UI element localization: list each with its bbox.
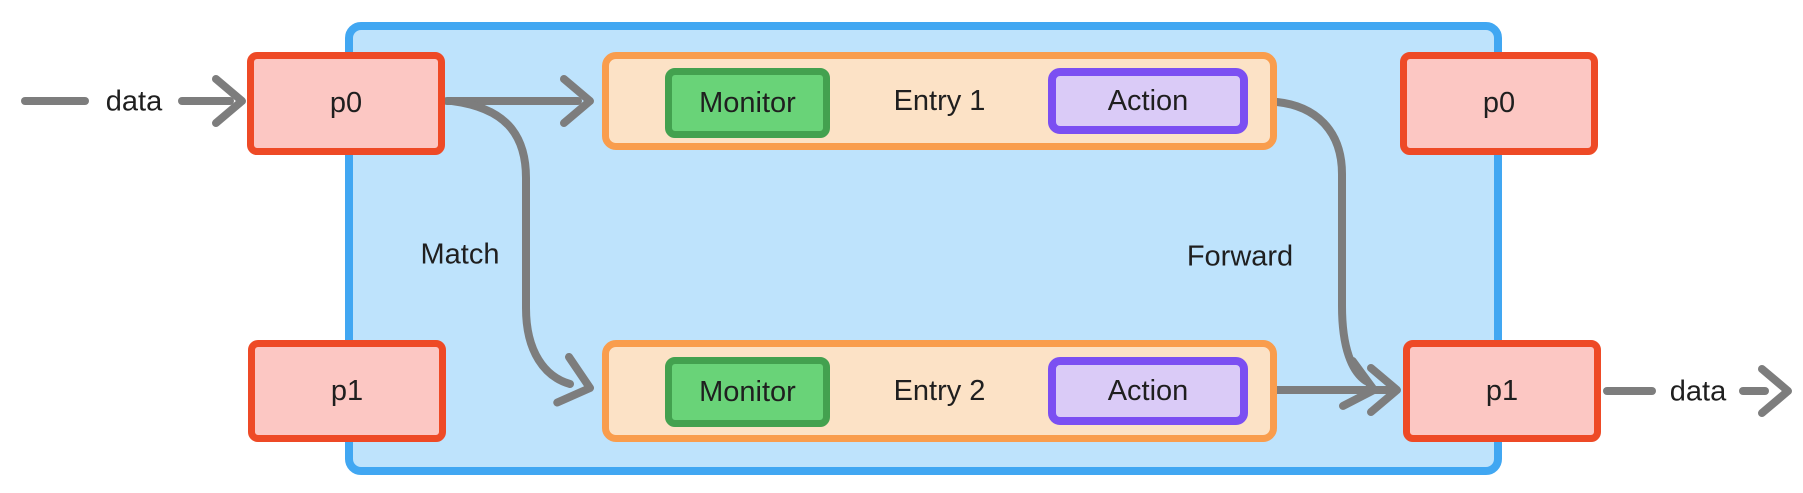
entry-2-action-box: Action	[1048, 357, 1248, 425]
entry-2-action-label: Action	[1107, 374, 1189, 407]
forward-edge-label: Forward	[1186, 240, 1294, 273]
entry-1-monitor-label: Monitor	[699, 86, 796, 119]
entry-1-label-text: Entry 1	[893, 84, 986, 117]
port-out-p1-label: p1	[1485, 374, 1519, 407]
port-in-p1-label: p1	[330, 374, 364, 407]
edge-data-in-arrowhead-icon	[212, 75, 246, 127]
entry-2-monitor-box: Monitor	[665, 357, 830, 427]
edge-data-out-arrowhead-icon	[1758, 365, 1792, 417]
entry-2-monitor-label: Monitor	[699, 375, 796, 408]
edge-match-curve	[448, 97, 574, 388]
entry-2-label-text: Entry 2	[893, 374, 986, 407]
port-in-p1: p1	[248, 340, 446, 442]
edge-match-arrowhead-icon	[553, 352, 594, 407]
port-out-p1: p1	[1403, 340, 1601, 442]
entry-2-row: Monitor Entry 2 Action	[602, 340, 1277, 442]
entry-1-monitor-box: Monitor	[665, 68, 830, 138]
entry-1-action-label: Action	[1107, 84, 1189, 117]
port-in-p0: p0	[247, 52, 445, 155]
port-out-p0: p0	[1400, 52, 1598, 155]
port-out-p0-label: p0	[1482, 87, 1516, 119]
port-in-p0-label: p0	[329, 87, 363, 119]
entry-1-row: Monitor Entry 1 Action	[602, 52, 1277, 150]
edge-p0-entry1-arrowhead-icon	[560, 75, 594, 127]
data-in-edge-label: data	[105, 85, 163, 118]
data-out-edge-label: data	[1669, 375, 1727, 408]
match-edge-label: Match	[420, 238, 500, 271]
edge-entry2-p1-arrowhead-icon	[1367, 364, 1401, 416]
entry-1-action-box: Action	[1048, 68, 1248, 134]
